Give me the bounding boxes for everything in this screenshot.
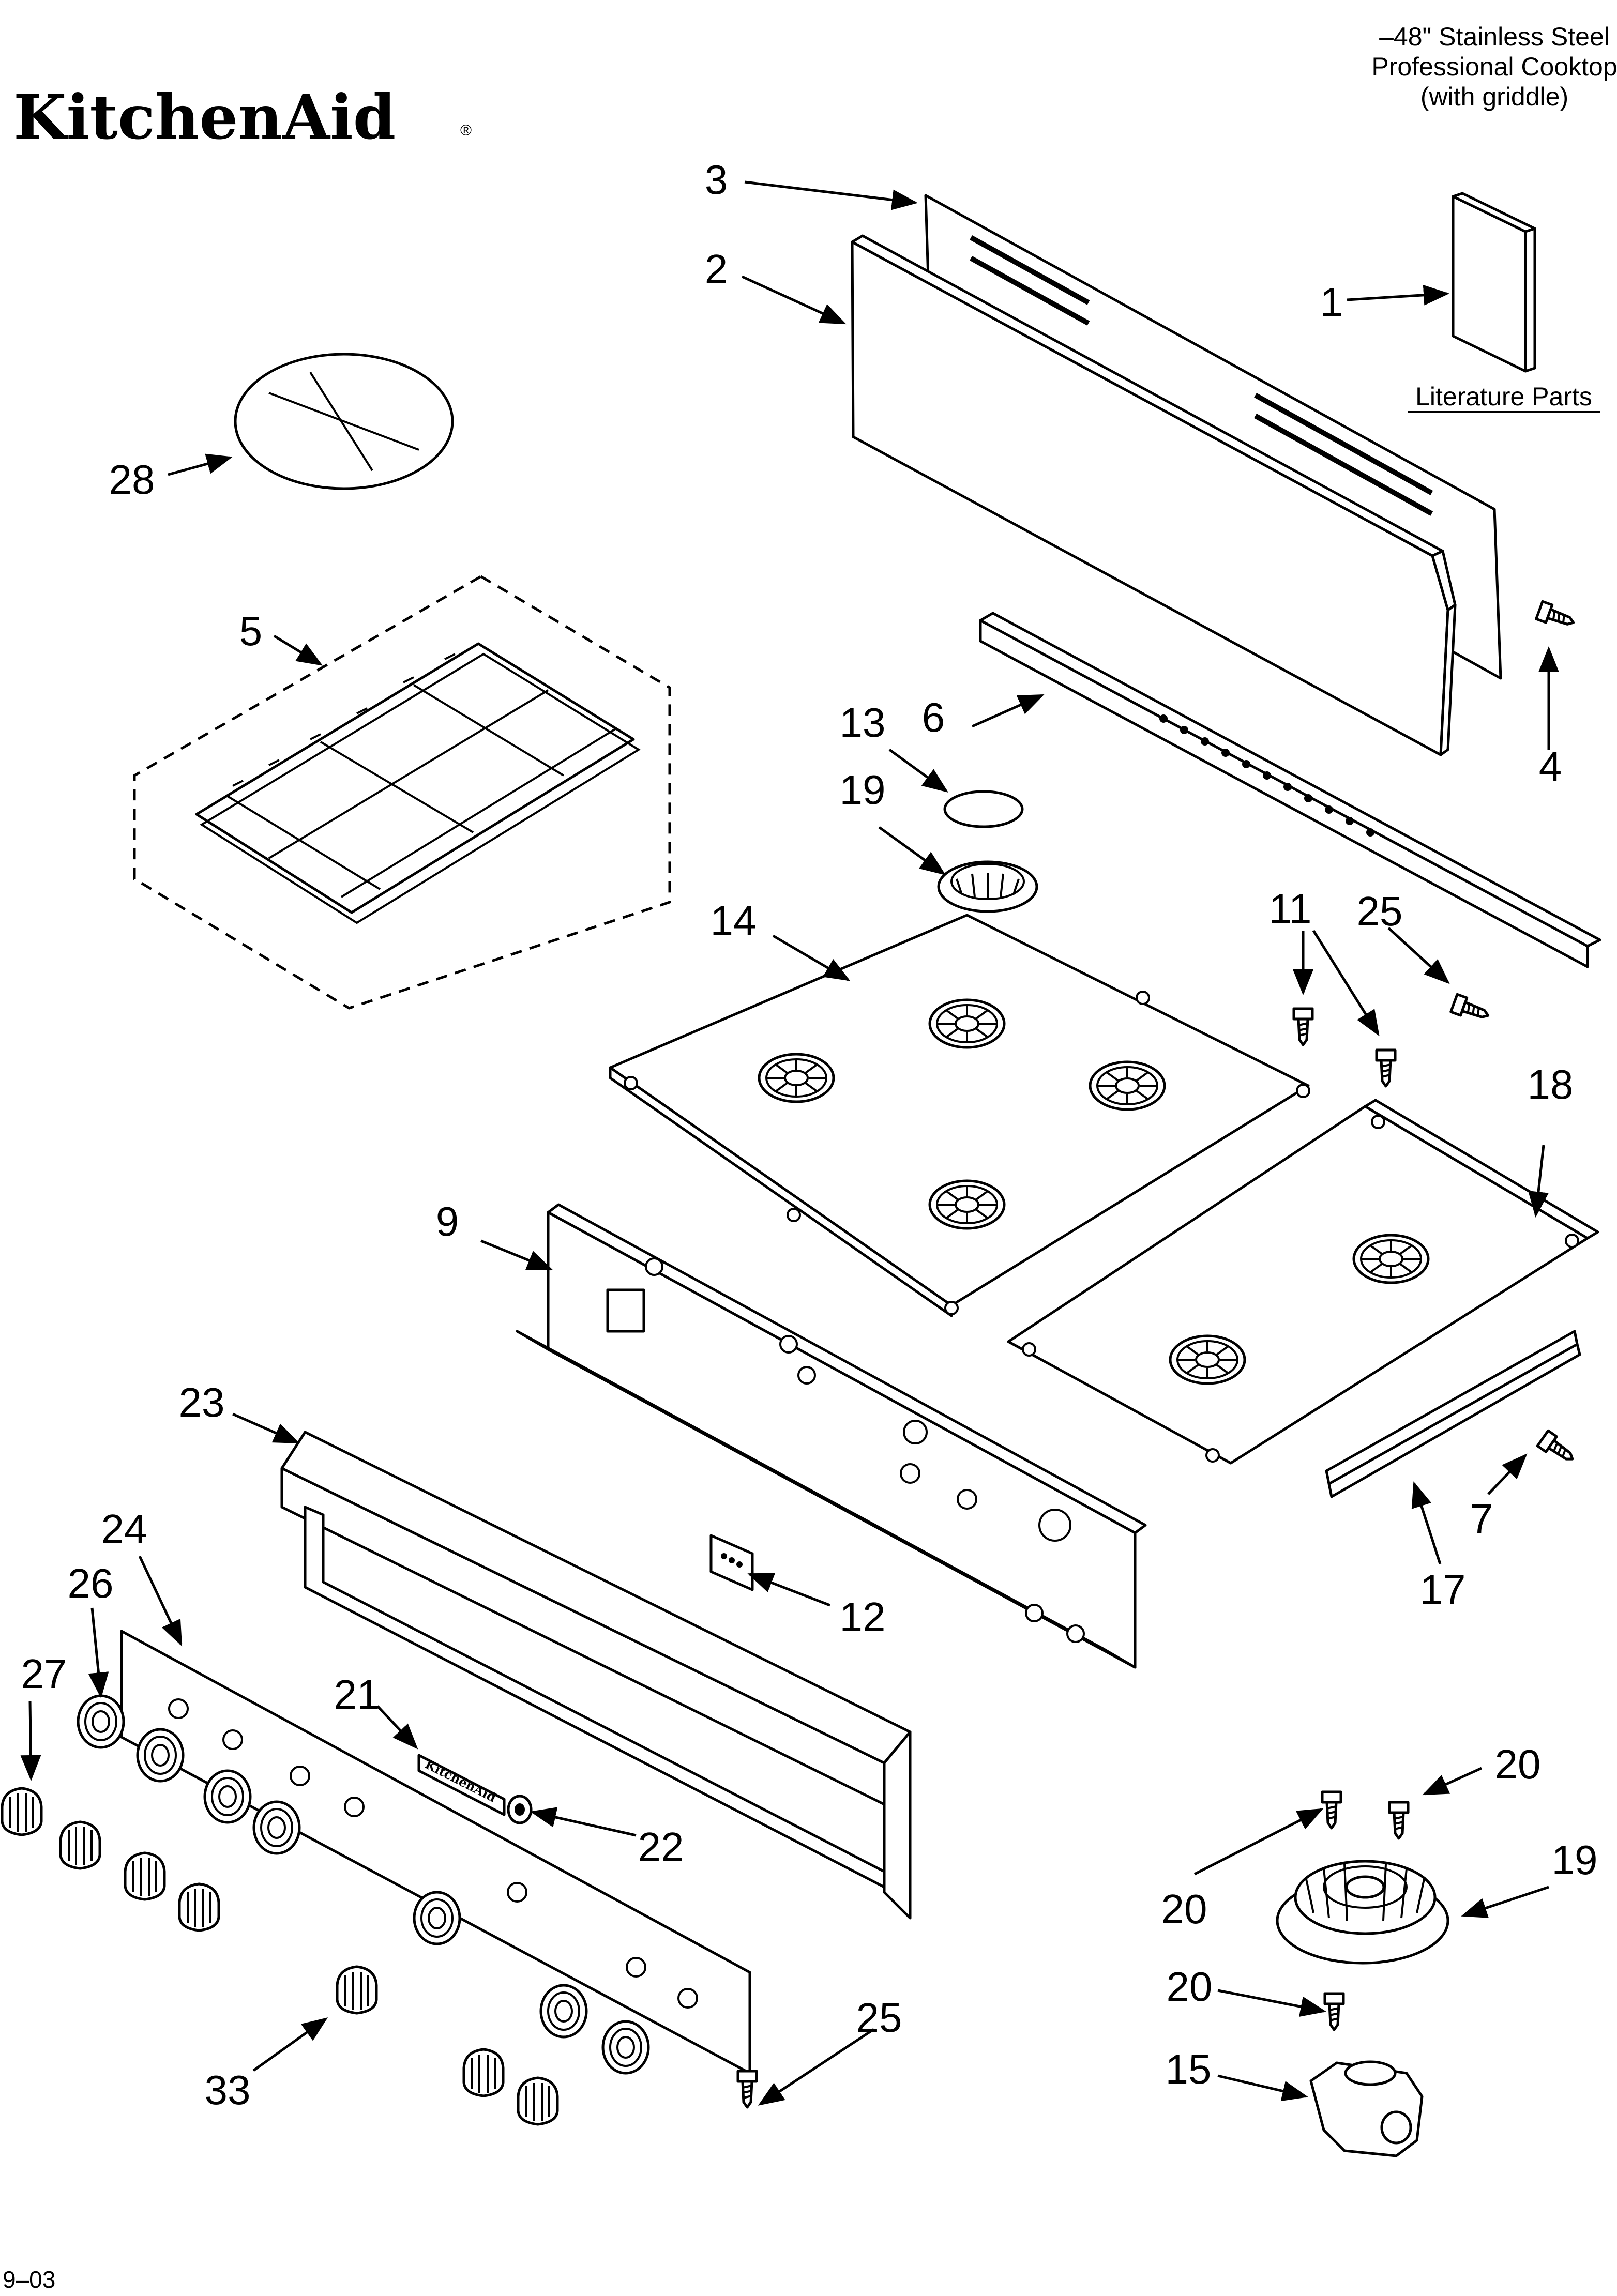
nameplate-text: KitchenAid	[422, 1757, 498, 1805]
callout-1: 1	[1320, 279, 1343, 325]
callout-2: 2	[705, 246, 728, 292]
kitchenaid-logo: KitchenAid	[13, 81, 396, 153]
callout-9: 9	[436, 1198, 459, 1244]
callout-11: 11	[1268, 886, 1311, 932]
callout-numbers: 1 2 3 4 5 6 7 9 11 12 13 14 15 17 18 19 …	[21, 157, 1598, 2113]
callout-19-top: 19	[840, 767, 886, 813]
callout-25-top: 25	[1357, 888, 1403, 934]
callout-4: 4	[1539, 743, 1562, 789]
grates-dashed-outline	[133, 575, 671, 1010]
literature-parts-booklet	[1452, 192, 1536, 373]
burner-cap	[943, 790, 1024, 828]
callout-25-bottom: 25	[856, 1995, 902, 2041]
callout-22: 22	[638, 1824, 684, 1870]
backguard	[851, 234, 1457, 756]
rear-support-rail	[979, 612, 1601, 968]
callout-15: 15	[1166, 2046, 1212, 2092]
callout-20-a: 20	[1495, 1741, 1541, 1787]
ignition-module-bracket	[709, 1534, 754, 1591]
callout-33: 33	[205, 2067, 251, 2113]
callout-3: 3	[705, 157, 728, 203]
trim-strip	[1325, 1330, 1581, 1498]
callout-28: 28	[109, 457, 155, 503]
title-line-1: –48" Stainless Steel	[1379, 22, 1610, 51]
spark-button	[507, 1795, 533, 1824]
callout-12: 12	[840, 1594, 886, 1640]
callout-26: 26	[68, 1560, 114, 1606]
burner-box-left	[609, 914, 1310, 1317]
callout-24: 24	[101, 1506, 147, 1552]
callout-7: 7	[1470, 1496, 1493, 1542]
callout-17: 17	[1420, 1567, 1466, 1613]
callout-21: 21	[334, 1671, 380, 1717]
burner-base-large	[1276, 1860, 1449, 1965]
callout-20-b: 20	[1161, 1886, 1207, 1932]
literature-parts-label: Literature Parts	[1415, 382, 1592, 411]
callout-20-c: 20	[1167, 1964, 1213, 2010]
burner-grates	[195, 642, 641, 924]
manifold-panel	[516, 1203, 1147, 1669]
cleaning-pad	[234, 353, 454, 490]
burner-head-small	[937, 860, 1038, 913]
date-code: 9–03	[3, 2266, 55, 2293]
leader-lines	[20, 180, 1559, 2106]
callout-23: 23	[179, 1379, 225, 1425]
callout-14: 14	[711, 898, 757, 944]
callout-13: 13	[840, 700, 886, 746]
control-panel-frame	[280, 1431, 912, 1920]
title-line-2: Professional Cooktop	[1371, 52, 1617, 81]
callout-18: 18	[1528, 1061, 1574, 1107]
callout-27: 27	[21, 1651, 67, 1697]
callout-6: 6	[922, 694, 945, 740]
burner-orifice-holder	[1309, 2060, 1424, 2157]
title-line-3: (with griddle)	[1420, 82, 1568, 111]
callout-5: 5	[239, 608, 263, 654]
registered-mark: ®	[460, 122, 472, 139]
callout-19-right: 19	[1552, 1837, 1598, 1883]
